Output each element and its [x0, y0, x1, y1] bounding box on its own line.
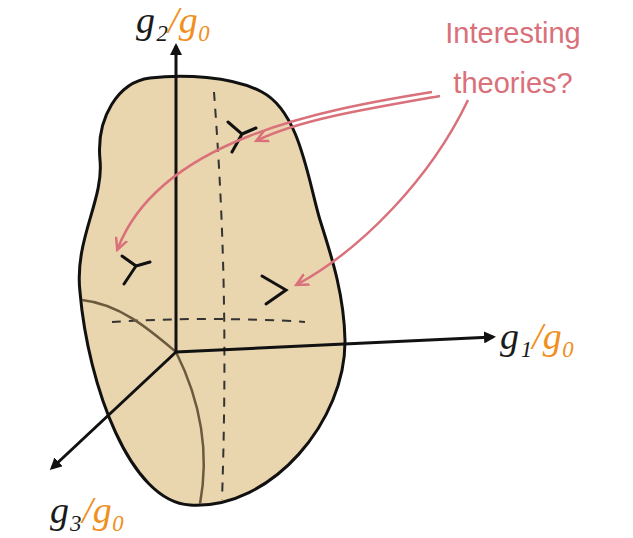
theory-mark: [122, 256, 150, 284]
g2-axis: [175, 46, 178, 352]
pointer-arrow: [258, 96, 440, 140]
g3-axis: [52, 352, 176, 468]
theory-mark: [228, 122, 256, 152]
g2-axis-label: g₂/g₀: [136, 0, 211, 42]
normalization-symbol: /g₀: [168, 0, 211, 41]
callout-note: Interesting theories?: [400, 8, 626, 108]
normalization-symbol: /g₀: [532, 315, 575, 357]
hidden-equator: [112, 319, 305, 322]
hidden-meridian: [214, 92, 224, 500]
pointer-arrow: [118, 92, 432, 248]
coupling-symbol: g₂: [136, 0, 168, 41]
normalization-symbol: /g₀: [82, 489, 125, 531]
g1-axis-label: g₁/g₀: [500, 314, 575, 358]
coupling-symbol: g₁: [500, 315, 532, 357]
pointer-arrow: [298, 100, 468, 284]
theory-space-blob: [79, 76, 345, 505]
front-equator: [82, 300, 176, 352]
coupling-symbol: g₃: [50, 489, 82, 531]
g3-axis-label: g₃/g₀: [50, 488, 125, 532]
g1-axis: [176, 337, 493, 352]
theory-mark: [262, 276, 286, 304]
front-curve: [176, 352, 204, 504]
